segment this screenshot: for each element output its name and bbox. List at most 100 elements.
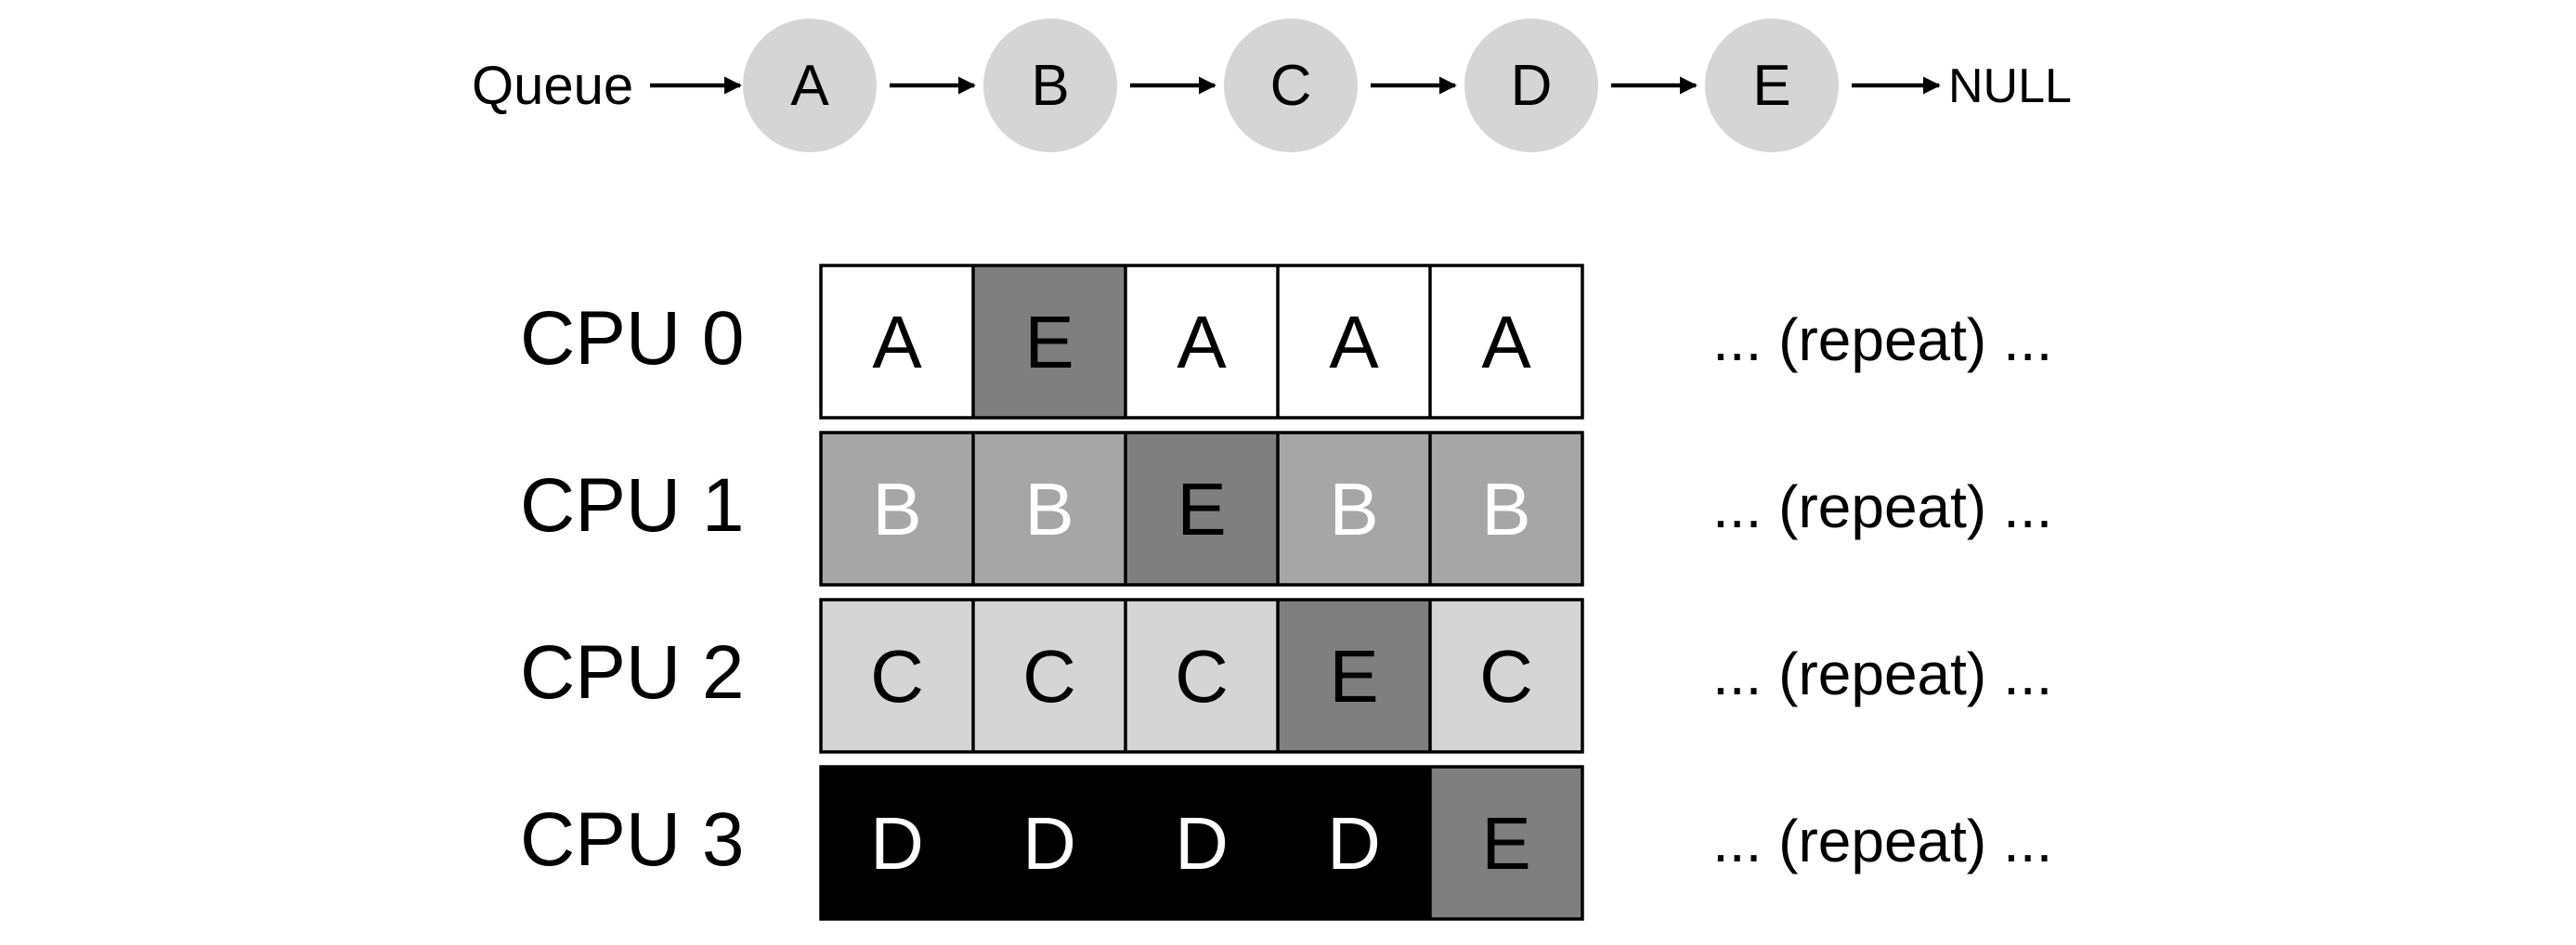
queue-node-circle [983,19,1117,152]
time-slot-label: A [1329,301,1379,383]
time-slot-cell: E [973,265,1125,418]
queue-node-label: A [790,54,829,118]
queue-node-label: E [1752,54,1790,118]
time-slot-fill [973,433,1125,585]
time-slot-label: D [870,802,924,885]
time-slot-fill [1278,767,1430,919]
queue-row: Queue A B C D E NULL [472,19,2072,152]
time-slot-cell: D [973,767,1125,919]
queue-node-d: D [1464,19,1598,152]
time-slot-label: A [872,301,922,383]
cpu-row-outline [819,431,1584,587]
time-slot-fill [821,265,973,418]
time-slot-label: E [1481,802,1530,885]
time-slot-label: C [870,635,924,718]
queue-node-c: C [1224,19,1358,152]
time-slot-fill [1430,767,1582,919]
time-slot-fill [1125,265,1278,418]
queue-node-circle [1464,19,1598,152]
queue-node-label: C [1270,54,1312,118]
repeat-note: ... (repeat) ... [1712,808,2052,874]
time-slot-cell: A [821,265,973,418]
queue-node-a: A [743,19,877,152]
time-slot-fill [821,767,973,919]
time-slot-fill [1430,600,1582,752]
cpu-label: CPU 3 [520,797,745,882]
cpu-label: CPU 0 [520,296,745,381]
time-slot-cell: E [1125,433,1278,585]
time-slot-cell: D [821,767,973,919]
repeat-note: ... (repeat) ... [1712,306,2052,373]
repeat-note: ... (repeat) ... [1712,473,2052,540]
cpu-row-border [819,264,1584,420]
cpu-row-1: CPU 1 B B E B B ... (repeat) ... [520,431,2052,587]
time-slot-label: B [1481,468,1530,550]
time-slot-cell: D [1125,767,1278,919]
time-slot-cell: A [1278,265,1430,418]
time-slot-label: E [1024,301,1073,383]
time-slot-label: E [1329,635,1378,718]
time-slot-cell: C [821,600,973,752]
time-slot-cell: B [1430,433,1582,585]
cpu-row-outline [819,598,1584,754]
queue-label: Queue [472,56,633,116]
time-slot-cell: B [973,433,1125,585]
time-slot-fill [973,265,1125,418]
time-slot-label: E [1177,468,1226,550]
queue-node-label: B [1031,54,1069,118]
queue-tail-null: NULL [1948,59,2072,113]
time-slot-fill [1278,433,1430,585]
cpu-row-0: CPU 0 A E A A A ... (repeat) ... [520,264,2052,420]
time-slot-cell: B [821,433,973,585]
time-slot-fill [1430,265,1582,418]
time-slot-fill [1125,767,1278,919]
time-slot-fill [1278,265,1430,418]
time-slot-label: A [1481,301,1531,383]
time-slot-fill [1278,600,1430,752]
time-slot-label: C [1479,635,1533,718]
queue-node-circle [743,19,877,152]
cpu-schedule-grid: CPU 0 A E A A A ... (repeat) ... CPU 1 B B E B B ... … [520,264,2052,921]
time-slot-fill [821,600,973,752]
time-slot-label: C [1022,635,1076,718]
time-slot-cell: D [1278,767,1430,919]
cpu-label: CPU 1 [520,463,745,548]
time-slot-fill [1125,600,1278,752]
time-slot-label: B [872,468,921,550]
time-slot-label: B [1329,468,1378,550]
time-slot-fill [973,767,1125,919]
repeat-note: ... (repeat) ... [1712,641,2052,707]
time-slot-label: D [1327,802,1381,885]
cpu-row-border [819,765,1584,921]
time-slot-cell: C [1430,600,1582,752]
queue-node-b: B [983,19,1117,152]
cpu-label: CPU 2 [520,630,745,715]
time-slot-label: C [1175,635,1229,718]
cpu-row-outline [819,264,1584,420]
cpu-row-3: CPU 3 D D D D E ... (repeat) ... [520,765,2052,921]
cpu-row-border [819,431,1584,587]
time-slot-cell: A [1125,265,1278,418]
time-slot-label: A [1177,301,1227,383]
queue-node-circle [1705,19,1839,152]
time-slot-cell: E [1430,767,1582,919]
time-slot-cell: A [1430,265,1582,418]
time-slot-cell: C [973,600,1125,752]
time-slot-cell: B [1278,433,1430,585]
time-slot-fill [1430,433,1582,585]
cpu-row-border [819,598,1584,754]
queue-node-label: D [1511,54,1553,118]
time-slot-label: B [1024,468,1073,550]
time-slot-label: D [1175,802,1229,885]
time-slot-fill [821,433,973,585]
time-slot-cell: C [1125,600,1278,752]
time-slot-fill [1125,433,1278,585]
queue-node-circle [1224,19,1358,152]
cpu-row-2: CPU 2 C C C E C ... (repeat) ... [520,598,2052,754]
queue-node-e: E [1705,19,1839,152]
time-slot-cell: E [1278,600,1430,752]
time-slot-label: D [1022,802,1076,885]
time-slot-fill [973,600,1125,752]
cpu-row-outline [819,765,1584,921]
